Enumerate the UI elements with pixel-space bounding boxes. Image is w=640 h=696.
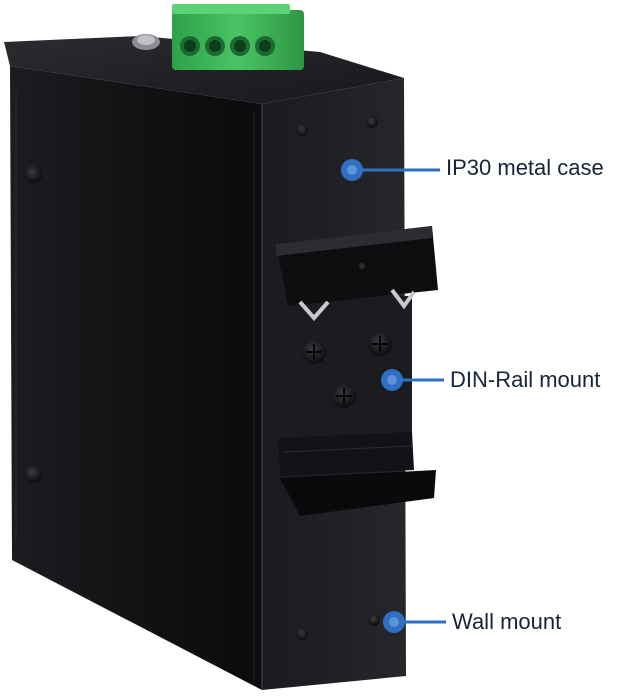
front-case-screws bbox=[296, 116, 380, 640]
din-rail-bracket bbox=[276, 226, 438, 446]
device-side-panel bbox=[10, 66, 262, 690]
din-rail-lower-clip bbox=[278, 432, 436, 516]
callout-label-din-rail-mount: DIN-Rail mount bbox=[450, 367, 601, 392]
terminal-block bbox=[172, 4, 304, 70]
ground-screw bbox=[132, 34, 160, 50]
callout-label-ip30-metal-case: IP30 metal case bbox=[446, 155, 604, 180]
callout-ip30-metal-case bbox=[341, 159, 440, 181]
callout-wall-mount bbox=[383, 611, 446, 633]
callout-din-rail-mount bbox=[381, 369, 444, 391]
callout-label-wall-mount: Wall mount bbox=[452, 609, 562, 634]
side-screws bbox=[24, 165, 42, 483]
